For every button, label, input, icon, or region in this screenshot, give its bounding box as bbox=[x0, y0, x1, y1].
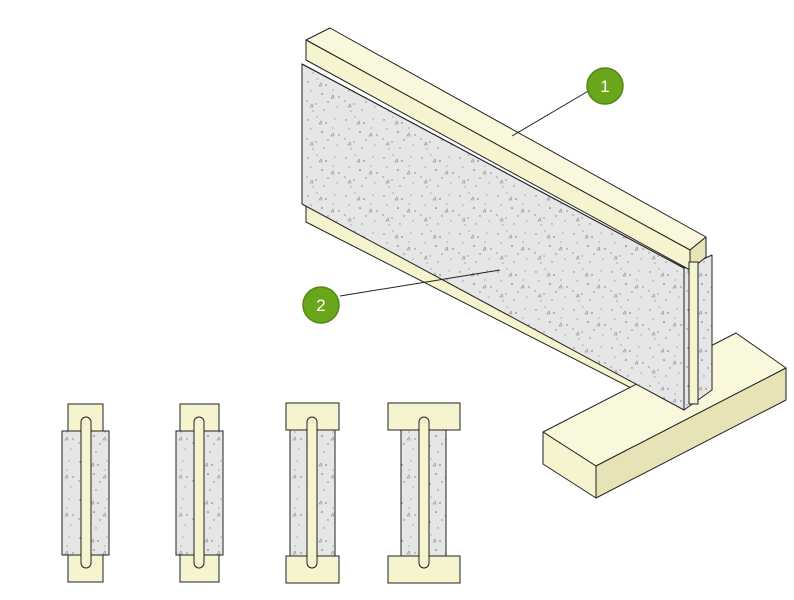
section-d-spline bbox=[418, 416, 430, 569]
section-a-spline bbox=[80, 416, 92, 569]
section-variant-a bbox=[61, 403, 110, 583]
section-variant-b bbox=[175, 403, 224, 583]
section-c-spline bbox=[306, 416, 318, 569]
isometric-wall-assembly bbox=[301, 27, 787, 499]
section-b-spline bbox=[193, 416, 205, 569]
callout-2-number: 2 bbox=[316, 296, 325, 315]
section-variant-d bbox=[387, 402, 461, 584]
top-plate bbox=[305, 27, 707, 271]
section-variant-c bbox=[285, 402, 340, 584]
callout-1-number: 1 bbox=[600, 77, 609, 96]
section-variants bbox=[61, 402, 461, 584]
callout-2-leader bbox=[339, 269, 501, 297]
callout-2: 2 bbox=[302, 286, 340, 324]
end-spline bbox=[688, 261, 699, 405]
callout-1-leader bbox=[511, 89, 591, 137]
callout-1: 1 bbox=[586, 67, 624, 105]
